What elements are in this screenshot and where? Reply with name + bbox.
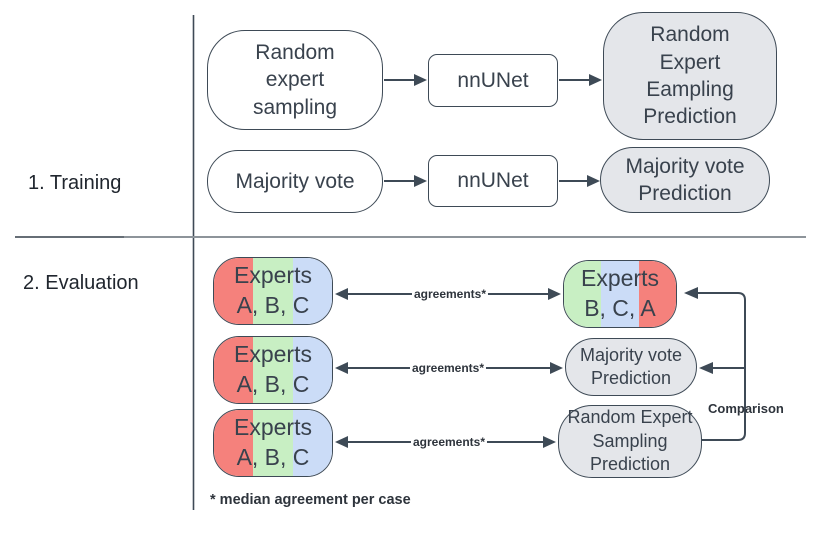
comparison-label: Comparison [708, 401, 784, 416]
comparison-connector [684, 287, 746, 441]
eval-random-expert-sampling-prediction-node: Random Expert Sampling Prediction [558, 405, 702, 478]
stripe-red [214, 258, 254, 324]
stripe-blue [601, 261, 639, 327]
nnunet-node-bottom: nnUNet [428, 155, 558, 207]
median-agreement-footnote: * median agreement per case [210, 492, 411, 508]
stripe-green [253, 258, 293, 324]
arrow-nnunet-to-res-prediction [559, 74, 602, 86]
stripe-red [214, 337, 254, 403]
agreements-label-row1: agreements* [411, 287, 489, 301]
experts-abc-text: Experts A, B, C [234, 262, 312, 318]
stripe-group [214, 258, 332, 324]
experts-abc-node-2: Experts A, B, C [213, 336, 333, 404]
arrow-nnunet-to-mv-prediction [559, 175, 600, 187]
stripe-green [564, 261, 602, 327]
stripe-blue [292, 410, 332, 476]
stripe-green [253, 337, 293, 403]
agreements-label-row2: agreements* [409, 361, 487, 375]
arrow-random-sampling-to-nnunet [384, 74, 427, 86]
majority-vote-node: Majority vote [207, 150, 383, 213]
stripe-red [214, 410, 254, 476]
random-expert-sampling-prediction-node: Random Expert Eampling Prediction [603, 12, 777, 140]
stripe-blue [292, 337, 332, 403]
experts-bca-node: Experts B, C, A [563, 260, 677, 328]
training-section-label: 1. Training [28, 172, 122, 194]
stripe-group [564, 261, 676, 327]
stripe-red [638, 261, 676, 327]
experts-abc-node-3: Experts A, B, C [213, 409, 333, 477]
experts-abc-text: Experts A, B, C [234, 341, 312, 397]
stripe-green [253, 410, 293, 476]
random-expert-sampling-node: Random expert sampling [207, 30, 383, 130]
arrow-majority-vote-to-nnunet [384, 175, 427, 187]
stripe-group [214, 410, 332, 476]
stripe-group [214, 337, 332, 403]
experts-abc-text: Experts A, B, C [234, 414, 312, 470]
nnunet-node-top: nnUNet [428, 54, 558, 107]
evaluation-section-label: 2. Evaluation [23, 272, 139, 294]
experts-bca-text: Experts B, C, A [581, 265, 659, 321]
majority-vote-prediction-node: Majority vote Prediction [600, 147, 770, 213]
agreements-label-row3: agreements* [410, 435, 488, 449]
eval-majority-vote-prediction-node: Majority vote Prediction [565, 338, 697, 396]
stripe-blue [292, 258, 332, 324]
experts-abc-node-1: Experts A, B, C [213, 257, 333, 325]
